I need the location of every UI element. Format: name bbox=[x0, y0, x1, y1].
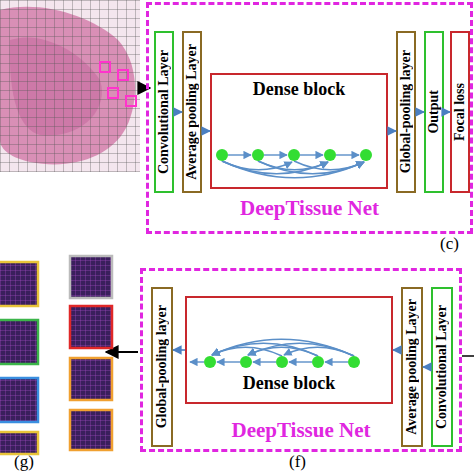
selected-patch bbox=[100, 62, 110, 72]
selected-patch bbox=[118, 70, 128, 80]
flow-arrow bbox=[423, 366, 431, 368]
conv-layer-box: Convolutional Layer bbox=[431, 287, 453, 447]
flow-arrow bbox=[388, 130, 396, 132]
layer-label: Convolutional Layer bbox=[156, 50, 172, 174]
network-group: Global-pooling layerDense block Average p… bbox=[140, 268, 462, 452]
flow-arrow bbox=[444, 111, 450, 113]
conv-layer-box: Convolutional Layer bbox=[154, 31, 174, 193]
dense-link bbox=[289, 361, 312, 362]
patch-grid bbox=[0, 0, 140, 172]
network-group: Convolutional Layer Average pooling Layer… bbox=[146, 2, 473, 234]
dense-unit bbox=[348, 356, 360, 368]
dense-unit bbox=[288, 149, 300, 161]
layer-label: Focal loss bbox=[452, 83, 468, 141]
panel-letter: (c) bbox=[440, 234, 459, 254]
dense-unit bbox=[312, 356, 324, 368]
flow-arrow bbox=[202, 130, 210, 132]
flow-arrow bbox=[393, 349, 401, 351]
dense-link bbox=[300, 154, 323, 155]
layer-label: Global-pooling layer bbox=[154, 305, 170, 428]
block-title: Dense block bbox=[187, 373, 391, 394]
dense-unit bbox=[204, 356, 216, 368]
dense-link bbox=[228, 154, 251, 155]
dense-block-box: Dense block bbox=[185, 296, 393, 404]
tissue-background bbox=[0, 0, 140, 172]
dense-skip bbox=[294, 161, 364, 170]
dense-skip bbox=[222, 161, 364, 178]
heatmap-tile bbox=[0, 262, 38, 306]
dense-layers bbox=[216, 149, 372, 161]
panel-letter: (g) bbox=[14, 452, 34, 472]
heatmap-tile bbox=[70, 358, 112, 400]
dense-link bbox=[217, 361, 240, 362]
dense-link bbox=[190, 361, 204, 362]
dense-unit bbox=[240, 356, 252, 368]
dense-skip bbox=[212, 347, 282, 356]
heatmap-tile bbox=[70, 306, 112, 348]
heatmap-tile bbox=[0, 432, 38, 454]
dense-skip bbox=[258, 161, 364, 174]
flow-arrow bbox=[416, 111, 424, 113]
layer-label: Global-pooling layer bbox=[398, 50, 414, 173]
pooling-layer-box: Average pooling Layer bbox=[401, 287, 423, 447]
heatmap-tile bbox=[0, 378, 38, 422]
layer-label: Output bbox=[426, 90, 442, 134]
dense-block-box: Dense block bbox=[210, 73, 388, 189]
dense-skip bbox=[212, 339, 354, 356]
loss-box: Focal loss bbox=[450, 31, 470, 193]
dense-layers bbox=[204, 356, 360, 368]
heatmap-tile bbox=[70, 256, 112, 298]
dense-unit bbox=[216, 149, 228, 161]
output-box: Output bbox=[424, 31, 444, 193]
heatmap-tile bbox=[70, 410, 112, 450]
flow-arrow bbox=[173, 349, 185, 351]
layer-label: Average pooling Layer bbox=[404, 299, 420, 435]
pooling-layer-box: Global-pooling layer bbox=[151, 287, 173, 447]
dense-unit bbox=[324, 149, 336, 161]
selected-patch bbox=[126, 96, 136, 106]
network-title: DeepTissue Net bbox=[149, 196, 470, 221]
heatmap-tile bbox=[0, 320, 38, 364]
dense-unit bbox=[252, 149, 264, 161]
dense-link bbox=[325, 361, 348, 362]
heatmap-stack bbox=[0, 256, 112, 454]
dense-unit bbox=[276, 356, 288, 368]
flow-arrow bbox=[174, 111, 182, 113]
pooling-layer-box: Average pooling Layer bbox=[182, 31, 202, 193]
layer-label: Convolutional Layer bbox=[434, 305, 450, 429]
dense-link bbox=[336, 154, 359, 155]
dense-link bbox=[253, 361, 276, 362]
selected-patch bbox=[108, 88, 118, 98]
layer-label: Average pooling Layer bbox=[184, 44, 200, 180]
dense-link bbox=[264, 154, 287, 155]
pooling-layer-box: Global-pooling layer bbox=[396, 31, 416, 193]
dense-unit bbox=[360, 149, 372, 161]
output-arrow bbox=[106, 351, 138, 353]
dense-skip bbox=[212, 343, 318, 356]
input-arrow bbox=[462, 355, 474, 357]
panel-letter: (f) bbox=[289, 452, 306, 472]
block-title: Dense block bbox=[212, 79, 386, 100]
